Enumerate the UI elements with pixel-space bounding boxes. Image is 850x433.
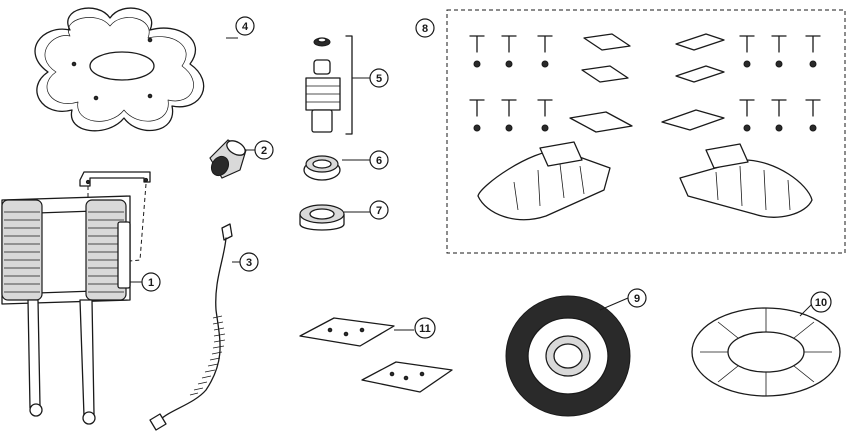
part-9-brush-wheel xyxy=(505,295,631,417)
callout-7: 7 xyxy=(369,200,389,220)
part-2-swivel xyxy=(209,139,247,179)
screws-top-left xyxy=(469,35,553,68)
svg-text:4: 4 xyxy=(242,21,249,33)
svg-text:9: 9 xyxy=(634,293,640,305)
part-8-hardware-kit xyxy=(446,9,846,254)
callout-5: 5 xyxy=(369,68,389,88)
callout-4: 4 xyxy=(235,16,255,36)
callout-10: 10 xyxy=(810,291,832,313)
svg-text:2: 2 xyxy=(261,145,267,157)
svg-text:6: 6 xyxy=(376,155,382,167)
callout-2: 2 xyxy=(254,140,274,160)
svg-text:7: 7 xyxy=(376,205,382,217)
left-bellows xyxy=(1,199,43,301)
part-7-bushing xyxy=(299,204,345,231)
callout-9: 9 xyxy=(627,288,647,308)
part-3-hose xyxy=(149,223,233,431)
callout-8: 8 xyxy=(415,18,435,38)
part-6-ring xyxy=(303,155,341,181)
screws-mid-left xyxy=(469,99,553,132)
screws-mid-right xyxy=(739,99,821,132)
screws-top-right xyxy=(739,35,821,68)
part-10-slotted-ring xyxy=(691,307,841,397)
part-5-pivot xyxy=(305,35,353,135)
callout-6: 6 xyxy=(369,150,389,170)
part-1-main-body xyxy=(1,171,151,425)
callout-11: 11 xyxy=(414,317,436,339)
svg-text:11: 11 xyxy=(419,323,431,335)
callout-1: 1 xyxy=(141,272,161,292)
right-foot xyxy=(679,143,813,218)
left-foot xyxy=(477,141,611,221)
svg-text:8: 8 xyxy=(422,23,428,35)
callout-3: 3 xyxy=(239,252,259,272)
part-11-plates xyxy=(299,317,453,393)
svg-text:3: 3 xyxy=(246,257,252,269)
svg-text:1: 1 xyxy=(148,277,154,289)
svg-text:10: 10 xyxy=(815,297,827,309)
svg-text:5: 5 xyxy=(376,73,382,85)
part-4-flower-plate xyxy=(34,7,205,132)
